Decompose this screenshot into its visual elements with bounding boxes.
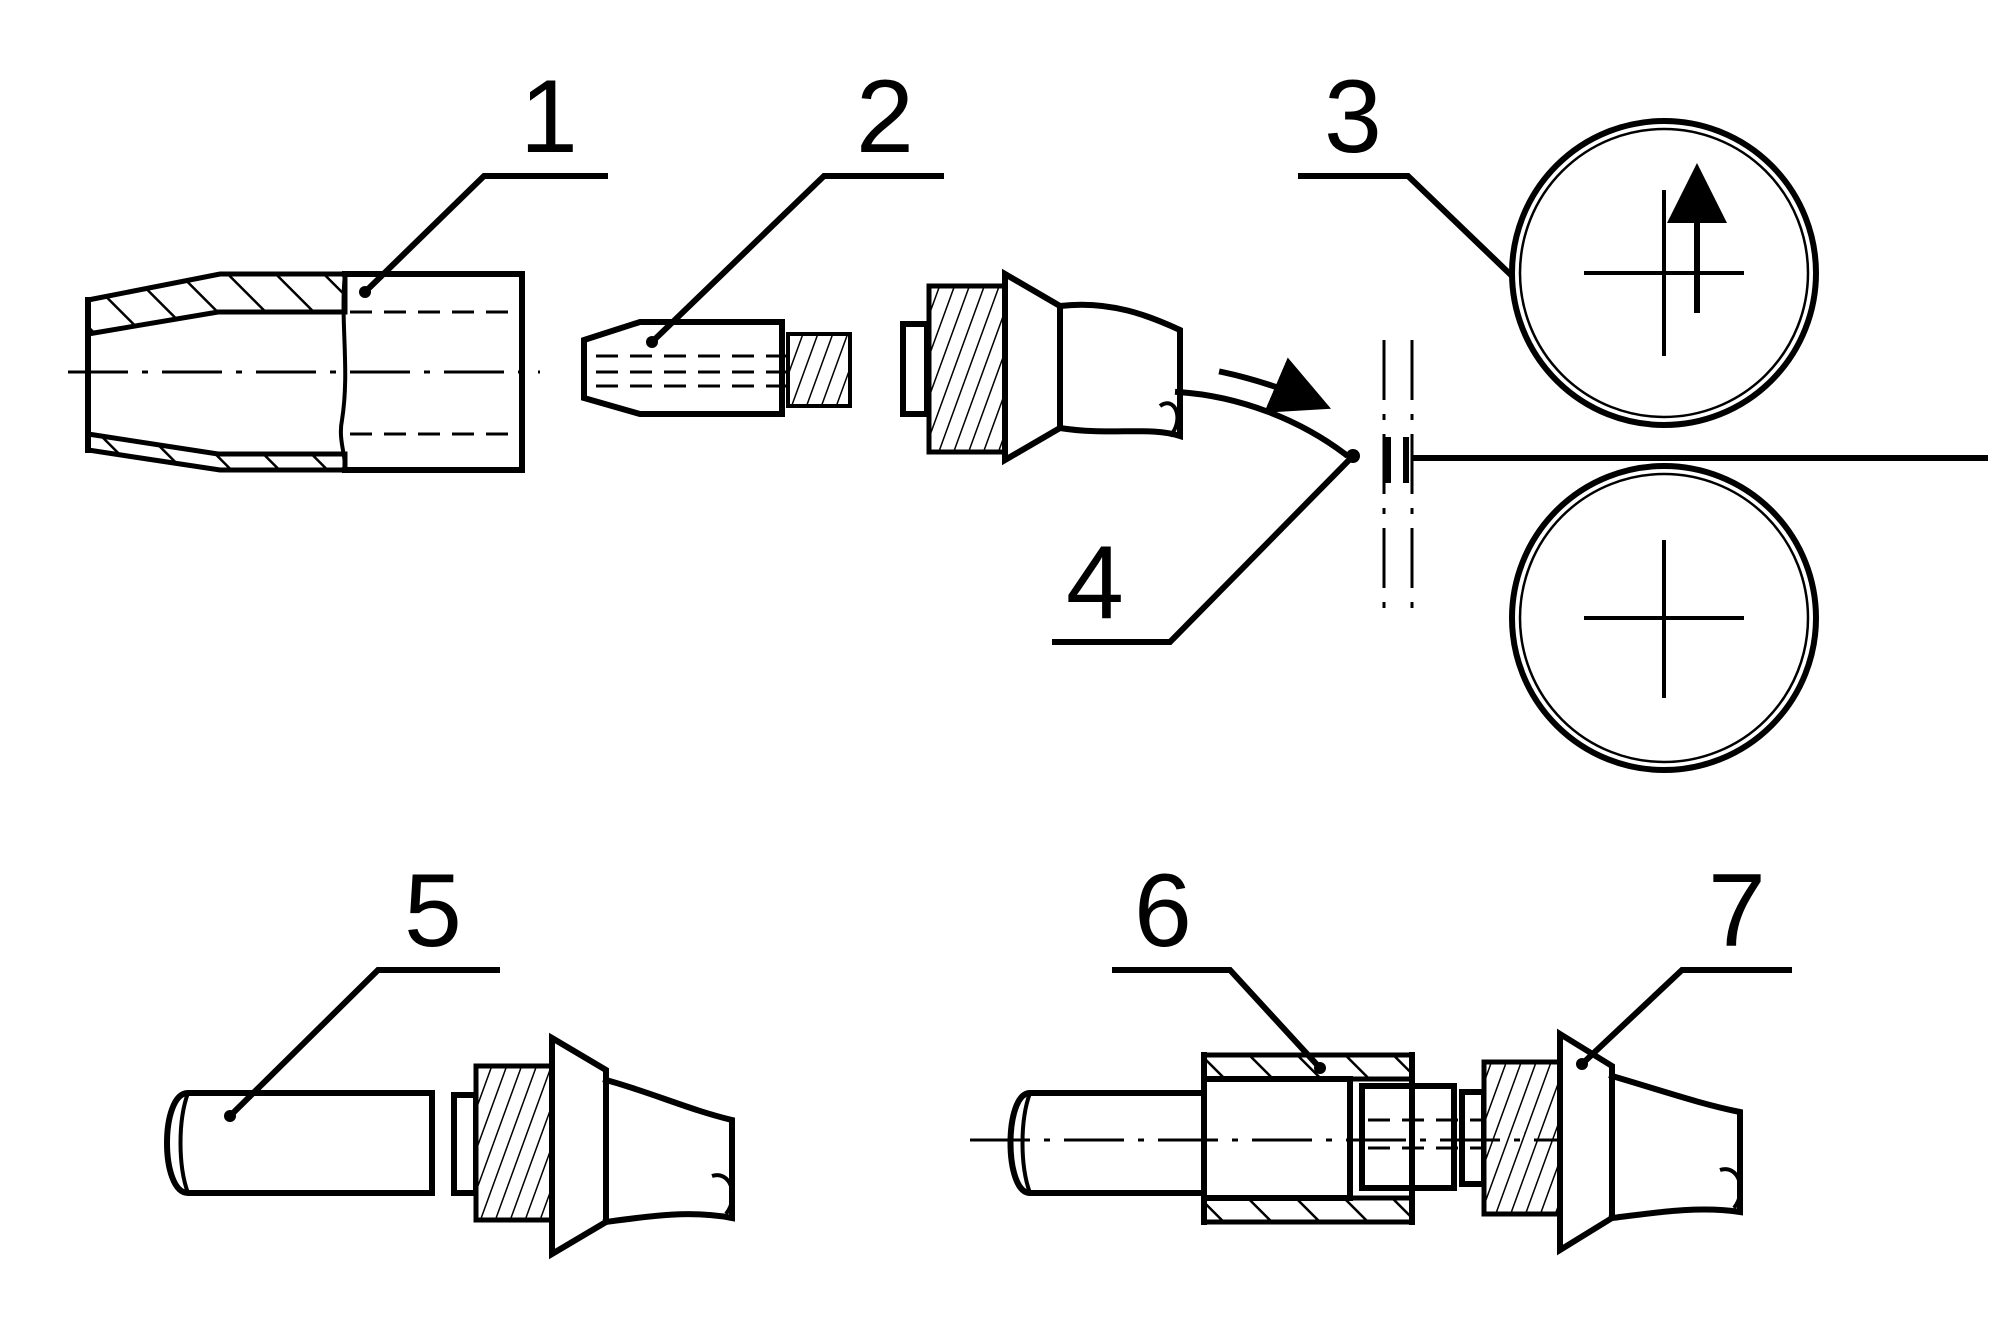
callout-number-4: 4 [1066, 525, 1124, 641]
torch-with-sleeve [970, 1028, 1743, 1256]
callout-6: 6 [1112, 853, 1323, 1071]
callout-5: 5 [227, 853, 500, 1119]
callout-number-6: 6 [1134, 853, 1192, 969]
callout-number-5: 5 [404, 853, 462, 969]
callout-number-7: 7 [1708, 853, 1766, 969]
contact-tip [581, 319, 852, 417]
callout-3: 3 [1298, 59, 1515, 279]
callout-number-3: 3 [1324, 59, 1382, 175]
feed-rollers [1509, 118, 1819, 773]
callout-7: 7 [1579, 853, 1792, 1067]
callout-1: 1 [362, 59, 608, 295]
nozzle-sleeve [68, 271, 540, 473]
callout-number-1: 1 [520, 59, 578, 175]
callout-4: 4 [1052, 453, 1356, 645]
torch-with-plug [164, 1032, 735, 1260]
callout-number-2: 2 [856, 59, 914, 175]
callout-2: 2 [649, 59, 944, 345]
torch-head-top [900, 268, 1350, 466]
